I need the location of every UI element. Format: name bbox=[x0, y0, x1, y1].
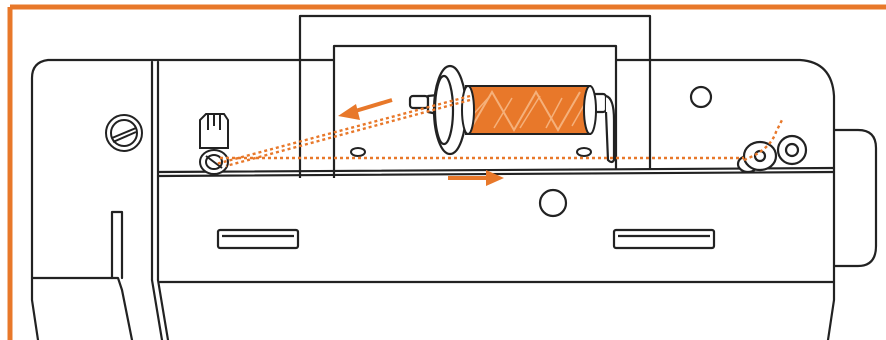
hole-top-right bbox=[689, 85, 713, 109]
direction-arrow-right bbox=[448, 170, 504, 186]
spool-pin-holes bbox=[350, 147, 592, 157]
slot-left bbox=[216, 228, 300, 250]
thread-spool bbox=[461, 85, 597, 135]
thread-guide bbox=[199, 113, 229, 175]
slot-right bbox=[612, 228, 716, 250]
handle bbox=[298, 14, 652, 178]
stitch-dial bbox=[105, 114, 143, 152]
spool-pin bbox=[408, 92, 616, 164]
handwheel bbox=[834, 128, 878, 268]
thread-path bbox=[215, 94, 784, 168]
frame-border bbox=[7, 4, 886, 340]
machine-body-outline bbox=[30, 58, 836, 340]
direction-arrow-left bbox=[338, 98, 393, 120]
tension-disc bbox=[736, 140, 778, 174]
bobbin-winder bbox=[776, 134, 808, 166]
spool-cap bbox=[426, 64, 468, 156]
hole-center bbox=[538, 188, 568, 218]
